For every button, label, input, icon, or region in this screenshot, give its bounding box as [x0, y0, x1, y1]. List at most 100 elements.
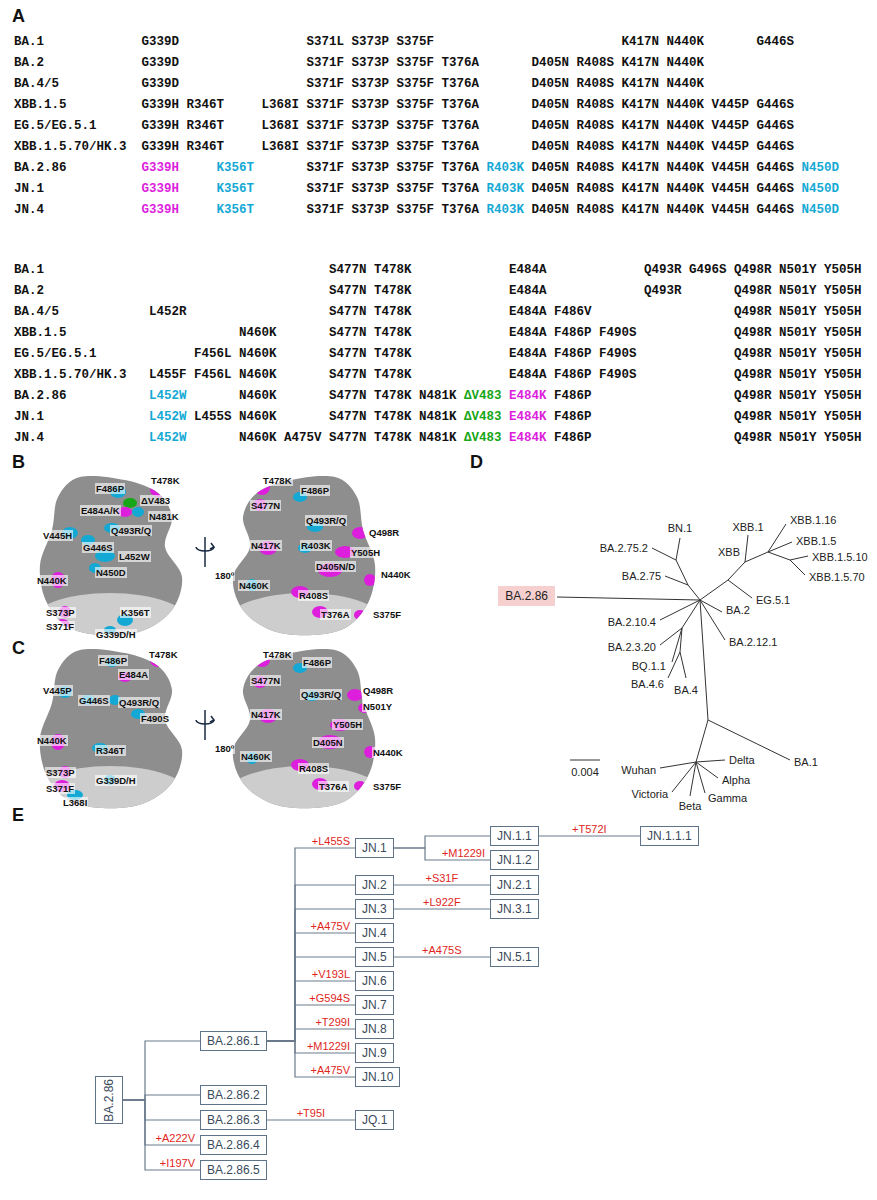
mutation-cell: XBB.1.5	[14, 97, 67, 113]
residue-label: Q498R	[368, 527, 400, 538]
mutation-cell: T376A	[442, 76, 480, 92]
mutation-cell: S477N	[329, 409, 367, 425]
residue-label: 180º	[214, 743, 235, 754]
node-text: BA.2.86.5	[207, 1163, 260, 1177]
lineage-box: JN.10	[355, 1067, 400, 1087]
tree-branch	[676, 538, 680, 560]
residue-label: ΔV483	[140, 495, 171, 506]
residue-label: Y505H	[332, 719, 363, 730]
tree-branch	[696, 760, 725, 762]
taxon-label: BA.4	[674, 684, 698, 696]
mutation-cell: S373P	[352, 160, 390, 176]
mutation-cell: V445H	[712, 160, 750, 176]
taxon-label: BA.2.75.2	[600, 542, 648, 554]
taxon-label: Alpha	[722, 774, 750, 786]
mutation-patch	[347, 689, 363, 701]
mutation-cell: E484A	[509, 346, 547, 362]
mutation-cell: R403K	[487, 181, 525, 197]
tree-branch	[652, 548, 676, 560]
mutation-label: +A475S	[421, 944, 462, 956]
mutation-cell: K356T	[217, 202, 255, 218]
node-text: BA.2.86	[102, 1079, 116, 1122]
taxon-label: XBB.1.5	[796, 535, 836, 547]
mutation-cell: K356T	[217, 181, 255, 197]
taxon-label: Wuhan	[621, 764, 656, 776]
residue-label: S373P	[45, 767, 76, 778]
tree-branch	[557, 597, 700, 600]
node-text: BA.2.86.3	[207, 1113, 260, 1127]
residue-label: F490S	[140, 713, 170, 724]
taxon-label: BA.1	[794, 756, 818, 768]
mutation-label: +T95I	[296, 1107, 326, 1119]
mutation-patch	[354, 610, 366, 620]
mutation-patch	[354, 781, 366, 791]
mutation-cell: G496S	[689, 262, 727, 278]
mutation-cell: T478K	[374, 430, 412, 446]
mutation-cell: N501Y	[779, 388, 817, 404]
lineage-box: BA.2.86.1	[200, 1031, 267, 1051]
mutation-cell: V445P	[712, 97, 750, 113]
mutation-cell: E484A	[509, 283, 547, 299]
mutation-cell: N460K	[239, 388, 277, 404]
mutation-cell: K417N	[622, 34, 660, 50]
taxon-label: BN.1	[668, 522, 692, 534]
lineage-box: JN.8	[355, 1019, 394, 1039]
tree-branch	[745, 552, 768, 562]
mutation-cell: L455S	[194, 409, 232, 425]
lineage-connector	[394, 884, 490, 885]
tree-branch	[570, 760, 600, 761]
mutation-cell: N460K	[239, 325, 277, 341]
tree-branch	[696, 762, 705, 793]
node-text: JN.8	[362, 1022, 387, 1036]
mutation-cell: N501Y	[779, 304, 817, 320]
mutation-cell: N440K	[667, 76, 705, 92]
rotation-icon	[196, 710, 214, 740]
mutation-cell: ΔV483	[464, 409, 502, 425]
mutation-label: +V193L	[311, 968, 351, 980]
mutation-cell: S375F	[397, 55, 435, 71]
residue-label: Q498R	[362, 685, 394, 696]
node-text: JN.1.1.1	[647, 829, 692, 843]
mutation-cell: A475V	[284, 430, 322, 446]
mutation-cell: Y505H	[824, 430, 862, 446]
mutation-cell: R408S	[577, 55, 615, 71]
taxon-label: BA.2.12.1	[729, 636, 777, 648]
lineage-connector	[267, 981, 355, 1041]
taxon-label: XBB	[718, 546, 740, 558]
lineage-connector	[123, 1100, 200, 1120]
mutation-cell: Q498R	[734, 346, 772, 362]
mutation-cell: S477N	[329, 346, 367, 362]
mutation-cell: N440K	[667, 139, 705, 155]
mutation-cell: N440K	[667, 34, 705, 50]
lineage-connector	[267, 933, 355, 1041]
mutation-cell: S477N	[329, 283, 367, 299]
residue-label: S371F	[45, 621, 75, 632]
mutation-label: +L455S	[311, 835, 351, 847]
mutation-cell: N460K	[239, 409, 277, 425]
node-text: JN.5.1	[497, 950, 532, 964]
node-text: JN.10	[362, 1070, 393, 1084]
residue-label: D405N	[312, 737, 344, 748]
mutation-cell: K417N	[622, 160, 660, 176]
mutation-cell: N440K	[667, 202, 705, 218]
tree-branch	[768, 542, 792, 552]
mutation-label: +M1229I	[441, 847, 486, 859]
residue-label: T478K	[262, 475, 293, 486]
tree-branch	[728, 580, 752, 598]
taxon-label: BA.2.10.4	[608, 616, 656, 628]
mutation-cell: R408S	[577, 160, 615, 176]
mutation-cell: XBB.1.5.70/HK.3	[14, 139, 127, 155]
mutation-cell: T376A	[442, 118, 480, 134]
lineage-box: JN.3.1	[490, 899, 539, 919]
mutation-cell: T478K	[374, 409, 412, 425]
mutation-cell: T376A	[442, 160, 480, 176]
lineage-connector	[394, 908, 490, 909]
mutation-cell: ΔV483	[464, 388, 502, 404]
lineage-box: JN.6	[355, 971, 394, 991]
mutation-cell: S477N	[329, 367, 367, 383]
phylogenetic-tree	[557, 524, 808, 796]
mutation-cell: T376A	[442, 202, 480, 218]
residue-label: S375F	[372, 781, 402, 792]
mutation-cell: R346T	[187, 118, 225, 134]
mutation-cell: N460K	[239, 430, 277, 446]
